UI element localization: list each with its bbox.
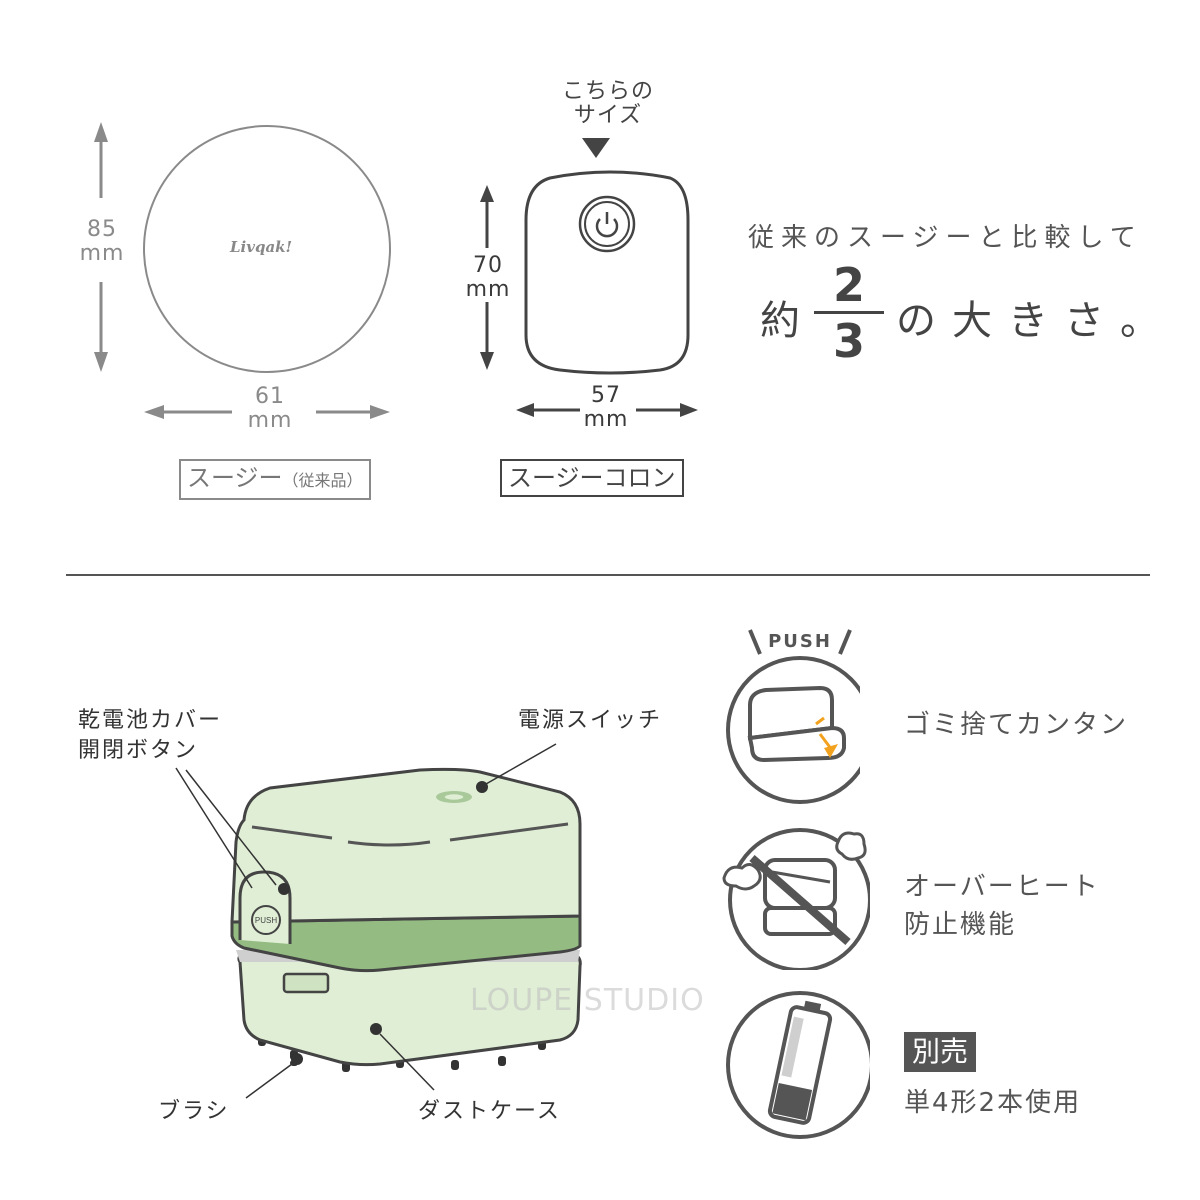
product-illustration: PUSH [175,743,582,1099]
fraction-numerator: 2 [832,258,865,312]
svg-text:PUSH: PUSH [255,916,277,925]
new-model-outline-icon [480,138,698,417]
old-height-unit: mm [79,241,125,266]
old-model-label: スージー（従来品） [179,459,371,500]
pointer-triangle-icon [582,138,610,158]
old-width-value: 61 [255,384,285,409]
new-width-value: 57 [591,383,621,408]
svg-text:PUSH: PUSH [768,631,832,652]
old-model-label-main: スージー [187,464,283,492]
new-width-unit: mm [583,407,629,432]
old-height-value: 85 [87,217,117,242]
old-model-label-sub: （従来品） [282,471,363,490]
new-height-value: 70 [473,253,503,278]
feature-battery-requirement: 単4形2本使用 [904,1088,1082,1118]
comparison-suffix: の大きさ。 [896,298,1176,344]
comparison-headline: 従来のスージーと比較して [748,223,1143,253]
old-model-dimensions: 85 mm Livqak! 61 mm [60,100,420,510]
power-icon [578,195,636,253]
feature-easy-disposal: ゴミ捨てカンタン [904,710,1129,740]
callout-battery-cover-line2: 開閉ボタン [78,738,199,763]
section-divider [66,574,1150,576]
sold-separately-badge: 別売 [904,1032,977,1072]
brand-logo: Livqak! [230,238,293,256]
new-model-label: スージーコロン [500,459,684,497]
overheat-prohibited-icon [722,828,870,970]
fraction-bar [814,311,884,314]
feature-overheat-line1: オーバーヒート [904,872,1100,902]
feature-overheat-line2: 防止機能 [904,910,1017,940]
old-model-outline-icon [94,122,391,419]
callout-battery-cover-line1: 乾電池カバー [78,708,223,733]
watermark: LOUPE STUDIO [470,983,705,1018]
fraction-denominator: 3 [832,314,865,368]
old-width-unit: mm [247,408,293,433]
pointer-text-line2: サイズ [573,103,643,128]
comparison-prefix: 約 [760,298,816,344]
pointer-text-line1: こちらの [561,79,654,104]
callout-power-switch: 電源スイッチ [518,708,663,733]
battery-icon [726,991,870,1139]
callout-dust-case: ダストケース [418,1099,561,1124]
callout-brush: ブラシ [158,1099,230,1124]
push-open-icon: PUSH [726,629,860,804]
new-height-unit: mm [465,277,511,302]
